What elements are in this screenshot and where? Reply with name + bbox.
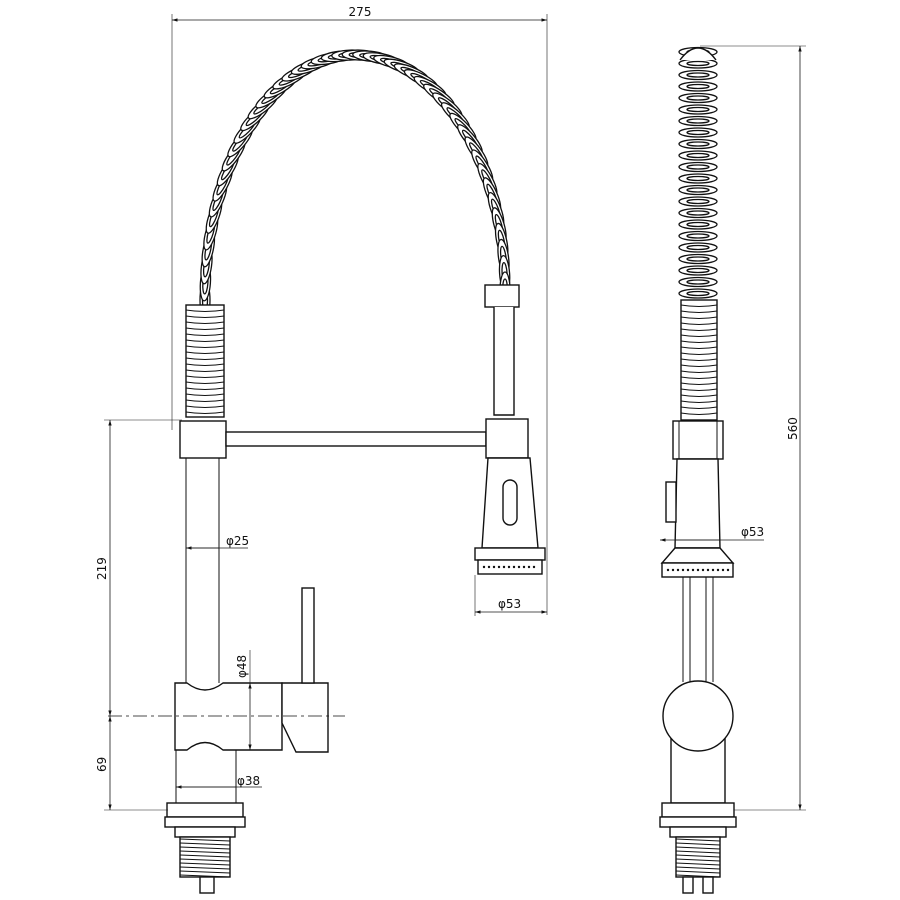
coil-loop-side	[678, 161, 718, 173]
holder-side	[672, 420, 724, 460]
mounting-base-side	[659, 802, 737, 894]
hose-side	[680, 299, 718, 421]
coil-loop-side	[678, 173, 718, 184]
dimension-spray-front: φ53	[474, 575, 547, 616]
side-view: φ53 560	[659, 45, 806, 894]
dimension-height-overall: 560	[700, 45, 806, 811]
coil-loop-side	[678, 265, 718, 276]
mixer-body	[174, 587, 329, 753]
mixer-body-side	[662, 680, 734, 804]
coil-loop-side	[678, 219, 718, 230]
coil-loop-side	[678, 253, 718, 265]
dimension-base-dia: φ38	[176, 774, 262, 789]
coil-loop-side	[678, 138, 718, 150]
coil-loop-side	[678, 92, 718, 104]
dim-text-base: φ38	[237, 774, 260, 788]
spray-head-side	[660, 458, 735, 578]
coil-loop-side	[678, 288, 718, 299]
coil-loop-side	[678, 207, 718, 219]
coil-loop-side	[678, 115, 718, 127]
dim-text-spray-side: φ53	[741, 525, 764, 539]
dim-text-body: φ48	[235, 655, 249, 678]
coil-loop-side	[678, 150, 718, 161]
coil-loop-side	[678, 81, 718, 92]
dimension-height-base: 69	[95, 716, 168, 811]
coil-loop-side	[678, 58, 718, 69]
coil-loop-side	[678, 276, 718, 288]
coil-loop-side	[678, 127, 718, 138]
coil-loop-side	[678, 230, 718, 242]
dimension-spout-dia: φ25	[186, 534, 249, 550]
dim-text-height-overall: 560	[786, 417, 800, 440]
dim-text-spout: φ25	[226, 534, 249, 548]
coil-loop-side	[678, 184, 718, 196]
hose-right	[484, 284, 520, 416]
coil-spring-side	[678, 46, 718, 299]
dim-text-spray-front: φ53	[498, 597, 521, 611]
mounting-base	[164, 802, 246, 894]
coil-loop-side	[678, 104, 718, 115]
spout-tube	[185, 458, 220, 683]
coil-loop-side	[678, 69, 718, 81]
coil-loop-side	[678, 196, 718, 207]
dim-text-height-base: 69	[95, 757, 109, 772]
coil-loop-side	[678, 242, 718, 253]
dimension-spray-side: φ53	[660, 525, 764, 542]
spray-head	[474, 457, 546, 575]
holder-arm	[179, 418, 529, 459]
dimension-width-overall: 275	[171, 5, 548, 615]
dimension-body-dia: φ48	[235, 650, 252, 750]
dim-text-height-spout: 219	[95, 557, 109, 580]
dim-text-width: 275	[349, 5, 372, 19]
front-view: 275 φ	[95, 5, 548, 894]
spout-tube-side	[682, 577, 714, 682]
base-neck	[175, 750, 237, 803]
hose-left	[185, 304, 225, 418]
coil-spring	[199, 49, 511, 319]
dimension-height-spout: 219	[95, 419, 182, 716]
